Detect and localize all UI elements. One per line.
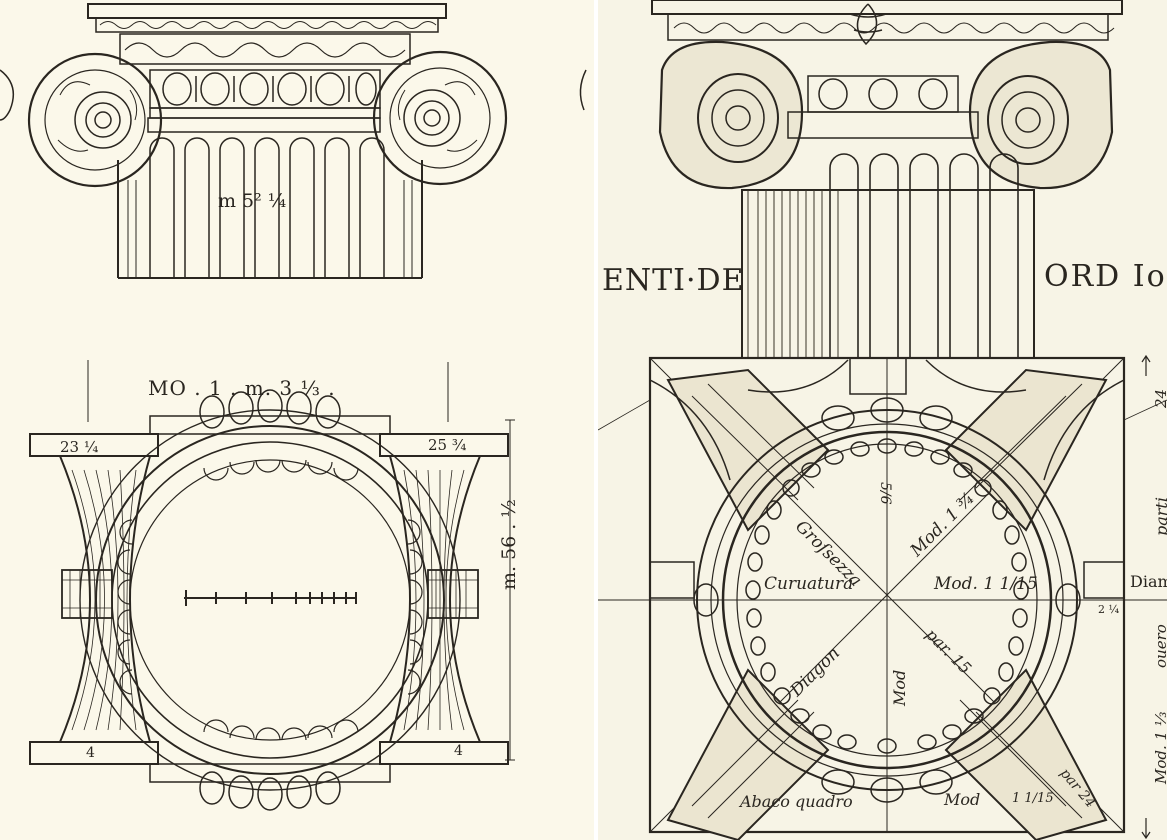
right-engraving-drawing <box>598 0 1167 840</box>
plan-bottom-left-label: 4 <box>86 745 95 761</box>
plan-dimension-lines <box>87 360 515 761</box>
left-edge-fragment <box>0 69 587 121</box>
plan-left-corner-label: 23 ¼ <box>60 438 99 456</box>
top-capital-abacus <box>87 3 447 65</box>
abaco-mod-label: Mod <box>944 790 981 809</box>
left-engraving-panel: m 5² ¼ MO . 1 . m. 3 ⅓ . 23 ¼ 25 ¾ m. 56… <box>0 3 587 811</box>
ionic-capital-abacus <box>651 0 1123 46</box>
engraving-title-left: ENTI·DE <box>602 263 745 298</box>
top-capital-measure-label: m 5² ¼ <box>218 190 287 212</box>
ionic-capital-volutes <box>658 40 1114 190</box>
top-capital-right-volute <box>372 50 508 186</box>
side-ouero-label: ouero <box>1152 624 1167 668</box>
mod-right-label: Mod. 1 1/15 <box>934 574 1038 594</box>
fraction-top-label: 5/6 <box>877 482 893 505</box>
right-engraving-panel: ENTI·DE ORD Io Groſsezza Mod. 1 ¾ 5/6 Cu… <box>598 0 1167 840</box>
side-24-label: 24 <box>1152 388 1167 408</box>
plan-scalloped-flutes <box>117 459 423 741</box>
plan-side-dimension-label: m. 56 . ½ <box>498 499 520 590</box>
abaco-quadro-label: Abaco quadro <box>740 792 853 811</box>
curuatura-label: Curuatura <box>764 574 854 594</box>
panel-divider <box>594 0 598 840</box>
top-capital-left-volute <box>27 52 163 188</box>
ionic-column-shaft <box>741 153 1035 359</box>
side-parti-label: parti <box>1152 497 1167 536</box>
right-edge-arrows <box>1141 354 1151 840</box>
side-fraction-label: 2 ¼ <box>1098 603 1120 616</box>
top-capital-eggs <box>149 69 381 119</box>
plan-inner-bead-chain <box>745 438 1029 754</box>
plan-bottom-right-label: 4 <box>454 743 463 759</box>
side-diam-label: Diam <box>1130 572 1167 591</box>
engraving-title-right: ORD Io <box>1044 259 1167 294</box>
plan-square-frame <box>598 356 1167 834</box>
plan-egg-ring <box>693 397 1081 803</box>
top-capital-fluted-shaft <box>117 117 423 279</box>
plan-top-dimension-label: MO . 1 . m. 3 ⅓ . <box>148 376 336 400</box>
side-mod-label: Mod. 1 ⅓ <box>1152 712 1167 784</box>
plan-right-corner-label: 25 ¾ <box>428 436 467 454</box>
mod-lower-label: Mod <box>890 669 909 706</box>
left-engraving-drawing <box>0 3 587 811</box>
plan-corner-volute-arms <box>649 357 1125 840</box>
plan-scale-bar <box>184 590 357 606</box>
plan-egg-ring <box>79 389 461 811</box>
abaco-fraction-label: 1 1/15 <box>1012 791 1054 806</box>
